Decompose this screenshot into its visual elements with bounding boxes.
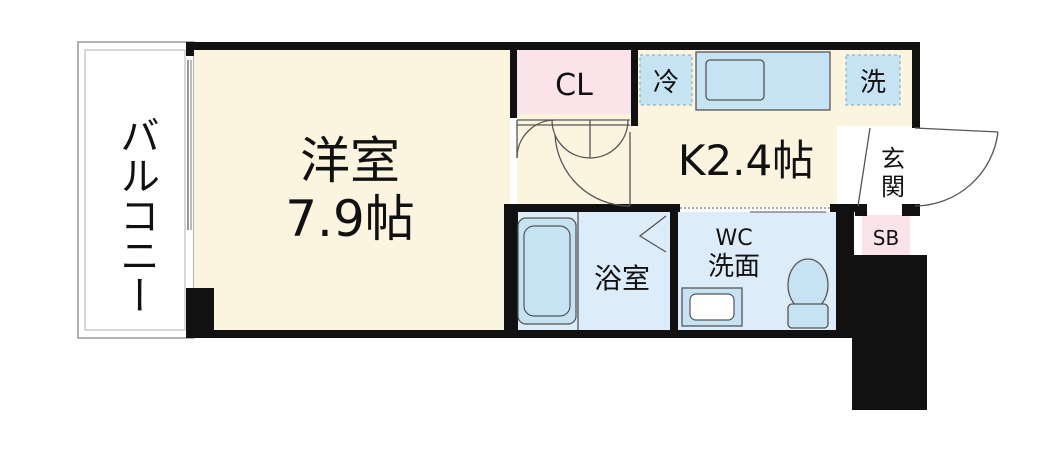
washer	[845, 54, 901, 106]
closet-label: CL	[555, 68, 593, 103]
kitchen-floor	[517, 114, 837, 206]
bath-door	[638, 215, 667, 253]
closet-doors	[516, 119, 630, 159]
bathtub-inner	[523, 225, 571, 317]
bathtub	[517, 217, 577, 325]
kitchen-sink	[705, 59, 765, 101]
kitchen-label: K2.4帖	[678, 136, 814, 185]
western-room-size: 7.9帖	[285, 190, 415, 248]
shoe-box	[862, 215, 910, 255]
wc-label-1: WC	[715, 226, 752, 251]
refrigerator-label: 冷	[653, 68, 679, 98]
wc-sliding-door	[680, 207, 830, 213]
bathroom-label: 浴室	[594, 262, 650, 295]
wash-bowl	[689, 293, 735, 321]
toilet	[787, 258, 829, 329]
balcony-railing	[84, 49, 186, 331]
wc-label-2: 洗面	[708, 252, 760, 282]
refrigerator	[639, 54, 693, 106]
balcony-label: バルコニー	[113, 115, 159, 315]
balcony-area	[77, 41, 195, 339]
entrance-label-1: 玄	[881, 145, 905, 173]
room-door	[554, 132, 631, 207]
walls	[186, 42, 927, 410]
western-room-floor	[194, 50, 510, 330]
entrance-floor	[862, 128, 915, 208]
entrance-label-2: 関	[881, 173, 905, 201]
entrance-door	[857, 127, 999, 207]
shoe-box-label: SB	[873, 226, 899, 250]
washer-label: 洗	[860, 68, 886, 98]
western-room-name: 洋室	[300, 132, 400, 190]
closet-floor	[517, 50, 631, 114]
